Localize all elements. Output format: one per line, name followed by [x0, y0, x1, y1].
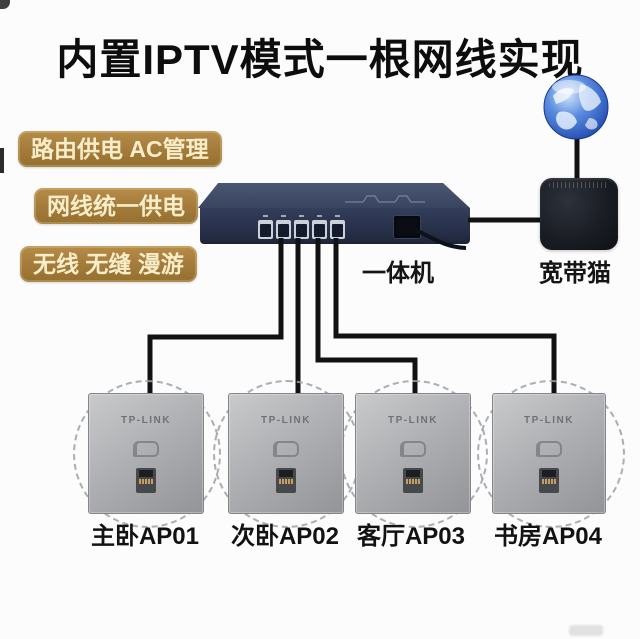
wall-ap-device-3: TP-LINK: [355, 393, 471, 514]
pass-through-port-icon: [133, 441, 159, 457]
ap-brand-label: TP-LINK: [261, 415, 311, 426]
pass-through-port-icon: [273, 441, 299, 457]
modem-vents: [549, 182, 609, 188]
rj45-jack-icon: [539, 468, 559, 493]
pass-through-port-icon: [536, 441, 562, 457]
ap-brand-label: TP-LINK: [121, 415, 171, 426]
wifi-coverage-circle: [477, 380, 625, 528]
wall-ap-device-4: TP-LINK: [492, 393, 606, 514]
pass-through-port-icon: [400, 441, 426, 457]
ap-brand-label: TP-LINK: [524, 415, 574, 426]
wall-ap-device-1: TP-LINK: [88, 393, 204, 514]
internet-globe-icon: [543, 74, 609, 140]
ethernet-port: [330, 215, 345, 239]
ethernet-port: [258, 215, 273, 239]
page-title: 内置IPTV模式一根网线实现: [56, 36, 584, 83]
router-wave-logo-icon: [345, 195, 425, 203]
ap-name-label: 书房AP04: [493, 523, 603, 550]
ap-brand-label: TP-LINK: [388, 415, 438, 426]
rj45-jack-icon: [276, 468, 296, 493]
feature-badge-poe: 网线统一供电: [34, 188, 198, 224]
ethernet-port: [312, 215, 327, 239]
router-port-row: [258, 215, 345, 239]
ethernet-port-inner: [296, 224, 307, 237]
rj45-jack-icon: [403, 468, 423, 493]
modem-label: 宽带猫: [539, 260, 611, 287]
router-top-surface: [198, 183, 470, 208]
ethernet-port-inner: [260, 224, 271, 237]
ap-name-label: 次卧AP02: [230, 523, 340, 550]
ethernet-port-inner: [332, 224, 343, 237]
modem-device: [540, 178, 618, 250]
router-power-port: [394, 216, 420, 238]
feature-badge-roaming: 无线 无缝 漫游: [20, 246, 197, 282]
corner-artifact: [0, 0, 10, 9]
watermark: [569, 625, 603, 636]
feature-badge-router-power: 路由供电 AC管理: [18, 131, 222, 167]
ethernet-port: [294, 215, 309, 239]
rj45-jack-icon: [136, 468, 156, 493]
edge-artifact: [0, 148, 4, 173]
ethernet-port-inner: [314, 224, 325, 237]
ethernet-port: [276, 215, 291, 239]
ap-name-label: 主卧AP01: [90, 523, 200, 550]
ap-name-label: 客厅AP03: [356, 523, 466, 550]
router-label: 一体机: [362, 260, 434, 287]
ethernet-port-inner: [278, 224, 289, 237]
wall-ap-device-2: TP-LINK: [228, 393, 344, 514]
